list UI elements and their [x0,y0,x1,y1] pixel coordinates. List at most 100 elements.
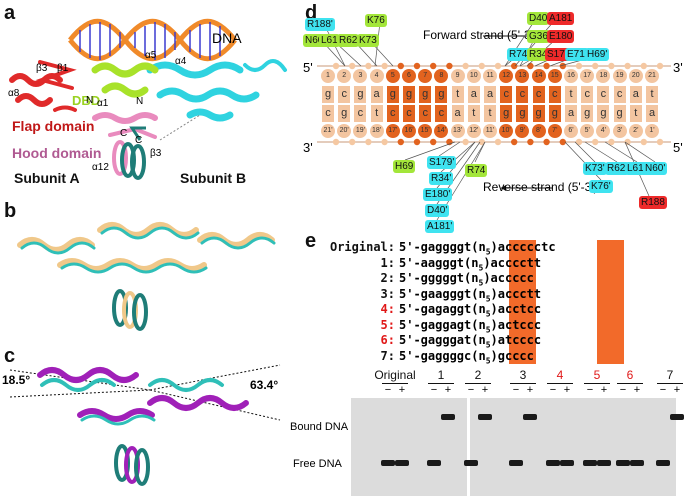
phosphate-top [332,62,340,70]
sequence-subscript: 5 [478,262,484,272]
gel-bands [351,398,684,496]
top-base: c [548,86,561,103]
residue-label-bottom: H69 [393,160,416,173]
top-position-number: 2 [337,69,352,83]
phosphate-bottom [478,138,485,146]
gel-lane-underline [382,383,408,384]
gel-lane-minus-sign: − [467,384,475,396]
phosphate-bottom [349,138,356,146]
bottom-position-number: 21' [321,124,335,138]
bottom-base: c [386,105,399,122]
free-dna-band-plus [395,460,409,466]
bottom-base: c [354,105,367,122]
bottom-base: t [467,105,480,122]
phosphate-bottom [575,138,583,146]
panel-label-c: c [4,345,16,367]
sequence-label: 1: [380,255,395,270]
sequence-text: 5'-gaggggc(n5)gcccc [399,348,534,365]
free-dna-band [427,460,441,466]
phosphate-top [608,62,615,70]
bottom-position-number: 16' [402,124,416,138]
residue-label-top: H69' [585,48,610,61]
bound-dna-band [523,414,537,420]
gel-lane-plus-sign: + [563,384,571,396]
bottom-base: c [403,105,415,122]
sequence-text: 5'-gggggt(n5)accccc [399,271,534,288]
residue-label-top: K76 [365,14,387,27]
gel-lane-minus-sign: − [586,384,594,396]
top-base: c [500,86,513,103]
top-position-number: 3 [353,69,368,83]
n-terminus-label-1: N [86,95,94,106]
bottom-position-number: 9' [515,124,530,138]
bottom-position-number: 6' [564,124,578,138]
phosphate-top [397,62,404,70]
residue-label-bottom: N60' [643,162,668,175]
end-bottom-right: 5' [673,140,683,155]
bottom-position-number: 1' [645,124,659,138]
beta3-label: β3 [36,63,48,74]
residue-label-top: R188' [305,18,335,31]
sequence-text: 5'-aagggt(n5)acccctt [399,255,542,272]
sequence-label: 3: [380,286,395,301]
dna-helix [68,18,237,62]
residue-label-bottom: D40' [425,204,450,217]
bottom-position-number: 20' [337,124,352,138]
top-position-number: 11 [483,69,497,83]
gel-lane-title: 2 [474,368,482,382]
sequence-row: 3:5'-gaagggt(n5)accctt [325,286,542,303]
gel-lane-minus-sign: − [549,384,557,396]
panel-c-structure [9,364,281,486]
phosphate-bottom [527,138,534,146]
top-base: c [613,86,626,103]
phosphate-top [624,62,631,70]
gel-lane-underline [465,383,491,384]
free-dna-band [616,460,630,466]
free-dna-band [509,460,523,466]
sequence-text: 5'-gaggagt(n5)actccc [399,317,542,334]
top-position-number: 8 [434,69,449,83]
gel-lane-title: Original [374,368,416,382]
gel-lane-title: 1 [437,368,445,382]
top-base: g [386,86,399,103]
panel-e-gel-figure: Original−+1−+2−+3−+4−+5−+6−+7−+ Bound DN… [290,368,685,497]
residue-label-bottom: A181' [425,220,455,233]
phosphate-top [430,62,437,70]
bottom-base: t [629,105,642,122]
phosphate-top [592,62,599,70]
bottom-position-number: 13' [450,124,465,138]
residue-label-top: L61 [319,34,340,47]
flap-domain-label: Flap domain [12,118,95,134]
phosphate-top [494,62,502,70]
bottom-base: g [516,105,529,122]
free-dna-band [546,460,560,466]
phosphate-bottom [559,138,566,146]
free-dna-band [381,460,395,466]
phosphate-top [446,62,453,70]
top-base: c [338,86,351,103]
phosphate-bottom [656,138,664,146]
gel-lane-underline [617,383,643,384]
phosphate-top [656,62,664,70]
n-terminus-label-2: N [136,96,144,107]
sequence-label: Original: [329,240,395,254]
phosphate-top [575,62,583,70]
top-position-number: 9 [450,69,465,83]
residue-label-top: E180 [547,30,575,43]
end-bottom-left: 3' [303,140,313,155]
gel-lane-headers: Original−+1−+2−+3−+4−+5−+6−+7−+ [305,368,685,398]
bottom-base: g [500,105,513,122]
strand-arrowhead-reverse [501,185,506,191]
residue-label-bottom: E180' [423,188,453,201]
bottom-base: g [548,105,561,122]
bottom-base: g [581,105,594,122]
sequence-text: 5'-gaggggt(n5)accccctc [399,240,556,257]
phosphate-top [365,62,372,70]
bottom-position-number: 7' [547,124,562,138]
residue-label-bottom: R188 [639,196,667,209]
residue-label-bottom: R62' [605,162,630,175]
phosphate-bottom [381,138,388,146]
panel-d-contact-map: Forward strand (5'-3') Reverse strand (5… [303,0,685,233]
phosphate-bottom [365,138,372,146]
sequence-row: Original: 5'-gaggggt(n5)accccctc [325,240,556,257]
